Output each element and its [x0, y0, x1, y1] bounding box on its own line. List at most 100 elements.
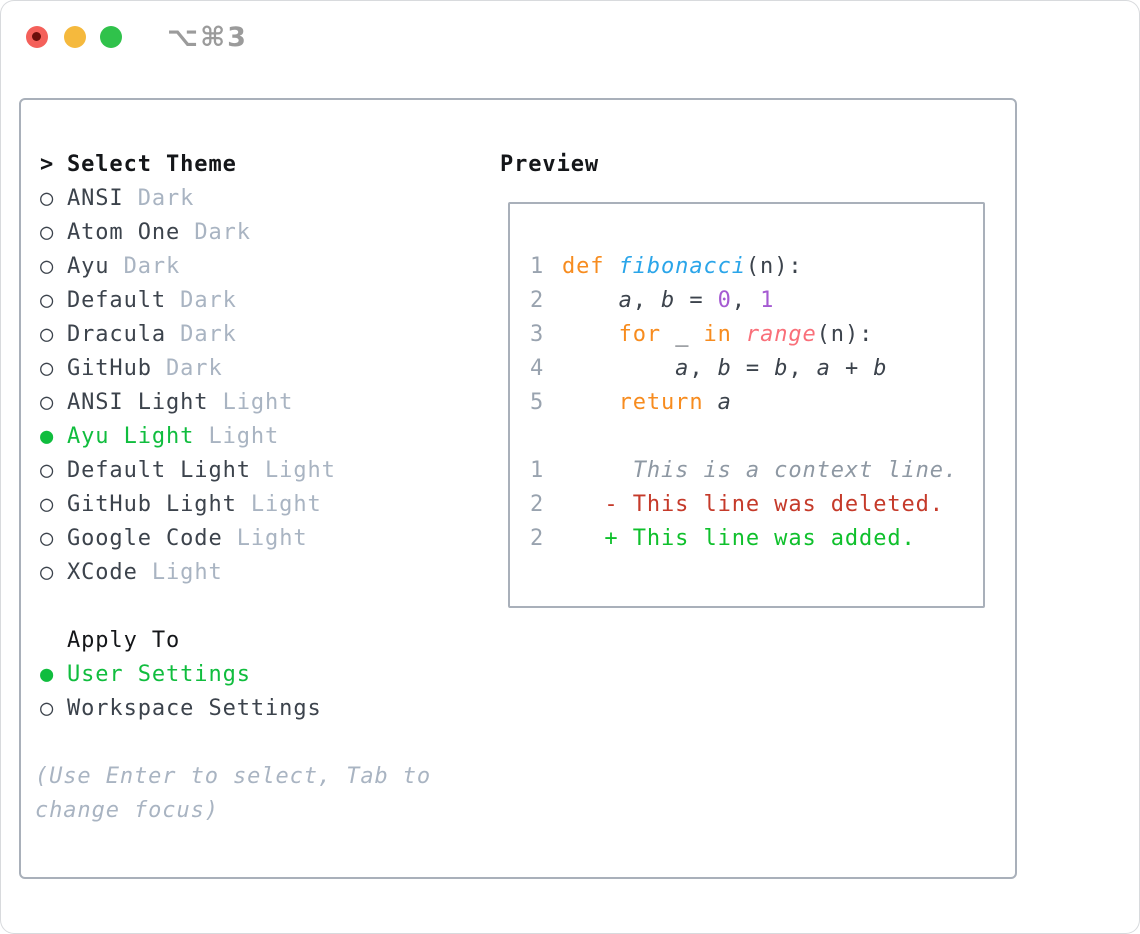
preview-line-4: 4 a, b = b, a + b	[530, 352, 983, 386]
token-pl	[562, 390, 619, 415]
token-kw: in	[703, 322, 746, 347]
radio-unselected-icon: ○	[40, 390, 55, 415]
apply-option-workspace-settings[interactable]: ○ Workspace Settings	[40, 692, 431, 726]
theme-variant: Light	[208, 390, 294, 415]
token-pl: ,	[632, 288, 662, 313]
theme-variant: Light	[236, 492, 322, 517]
theme-option-ayu-light-light[interactable]: ●Ayu Light Light	[40, 420, 431, 454]
token-pl: ,	[731, 288, 761, 313]
theme-name: XCode	[67, 560, 138, 585]
theme-option-ansi-light-light[interactable]: ○ANSI Light Light	[40, 386, 431, 420]
line-source: a, b = b, a + b	[562, 352, 887, 386]
theme-name: Default Light	[67, 458, 251, 483]
token-var: a	[717, 390, 732, 415]
theme-variant: Light	[137, 560, 223, 585]
token-ctx: This is a context line.	[562, 458, 959, 483]
radio-unselected-icon: ○	[40, 186, 55, 211]
theme-name: Dracula	[67, 322, 167, 347]
token-pl	[562, 288, 619, 313]
line-number: 2	[530, 288, 545, 313]
token-kw: return	[618, 390, 718, 415]
line-number: 4	[530, 356, 545, 381]
line-number: 2	[530, 526, 545, 551]
line-number: 1	[530, 458, 545, 483]
apply-to-label: Apply To	[67, 628, 181, 653]
maximize-button[interactable]	[100, 26, 122, 48]
token-pl: ,	[689, 356, 718, 381]
theme-list: ○ANSI Dark○Atom One Dark○Ayu Dark○Defaul…	[40, 182, 431, 590]
radio-unselected-icon: ○	[40, 696, 55, 721]
window-title: ⌥⌘3	[167, 22, 248, 53]
line-source: This is a context line.	[562, 454, 958, 488]
theme-name: ANSI	[67, 186, 124, 211]
theme-option-default-light-light[interactable]: ○ Default Light Light	[40, 454, 431, 488]
radio-selected-icon: ●	[40, 662, 55, 687]
close-button[interactable]	[26, 26, 48, 48]
line-source: + This line was added.	[562, 522, 916, 556]
token-pl: =	[675, 288, 718, 313]
theme-option-xcode-light[interactable]: ○ XCode Light	[40, 556, 431, 590]
keyboard-hint: (Use Enter to select, Tab to change focu…	[35, 764, 432, 823]
radio-unselected-icon: ○	[40, 322, 55, 347]
line-number: 5	[530, 390, 545, 415]
apply-to-list: ● User Settings ○ Workspace Settings	[40, 658, 431, 726]
titlebar: ⌥⌘3	[0, 0, 1140, 74]
radio-selected-icon: ●	[40, 424, 55, 449]
sidebar: >Select Theme ○ANSI Dark○Atom One Dark○A…	[35, 148, 431, 828]
theme-option-google-code-light[interactable]: ○Google Code Light	[40, 522, 431, 556]
token-pl: =	[731, 356, 775, 381]
theme-name: Atom One	[67, 220, 181, 245]
radio-unselected-icon: ○	[40, 492, 55, 517]
token-pl: ,	[788, 356, 817, 381]
token-add: + This line was added.	[562, 526, 916, 551]
theme-name: Ayu	[67, 254, 110, 279]
apply-option-user-settings[interactable]: ● User Settings	[40, 658, 431, 692]
theme-option-ayu-dark[interactable]: ○Ayu Dark	[40, 250, 431, 284]
token-kw: for	[618, 322, 676, 347]
line-source: for _ in range(n):	[562, 318, 873, 352]
preview-line-6	[530, 420, 983, 454]
theme-name: GitHub	[67, 356, 152, 381]
apply-option-label: User Settings	[67, 662, 251, 687]
radio-unselected-icon: ○	[40, 526, 55, 551]
radio-unselected-icon: ○	[40, 560, 55, 585]
theme-option-dracula-dark[interactable]: ○Dracula Dark	[40, 318, 431, 352]
select-theme-label: Select Theme	[67, 152, 237, 177]
theme-variant: Dark	[109, 254, 181, 279]
preview-line-5: 5 return a	[530, 386, 983, 420]
theme-option-default-dark[interactable]: ○Default Dark	[40, 284, 431, 318]
spacer-row	[40, 726, 431, 760]
line-source: return a	[562, 386, 732, 420]
theme-option-github-light-light[interactable]: ○ GitHub Light Light	[40, 488, 431, 522]
minimize-button[interactable]	[64, 26, 86, 48]
apply-option-label: Workspace Settings	[67, 696, 322, 721]
preview-title: Preview	[500, 152, 600, 177]
theme-picker-panel: >Select Theme ○ANSI Dark○Atom One Dark○A…	[19, 98, 1017, 879]
token-call: range	[745, 322, 817, 347]
radio-unselected-icon: ○	[40, 458, 55, 483]
close-dot-icon	[32, 32, 41, 41]
theme-variant: Dark	[151, 356, 223, 381]
theme-option-github-dark[interactable]: ○GitHub Dark	[40, 352, 431, 386]
theme-option-atom-one-dark[interactable]: ○Atom One Dark	[40, 216, 431, 250]
line-number: 3	[530, 322, 545, 347]
theme-name: GitHub Light	[67, 492, 237, 517]
theme-option-ansi-dark[interactable]: ○ANSI Dark	[40, 182, 431, 216]
theme-variant: Light	[250, 458, 336, 483]
token-var: a	[618, 288, 633, 313]
theme-variant: Dark	[166, 288, 237, 313]
preview-line-9: 2 + This line was added.	[530, 522, 983, 556]
token-fn: fibonacci	[618, 254, 746, 279]
token-pl	[562, 356, 675, 381]
line-source: a, b = 0, 1	[562, 284, 774, 318]
line-source: - This line was deleted.	[562, 488, 944, 522]
line-number: 2	[530, 492, 545, 517]
token-pl	[562, 322, 619, 347]
token-pl: (n):	[816, 322, 874, 347]
token-pl: _	[675, 322, 704, 347]
token-lit: 1	[760, 288, 775, 313]
select-theme-header: >Select Theme	[40, 148, 431, 182]
token-var: b	[717, 356, 732, 381]
